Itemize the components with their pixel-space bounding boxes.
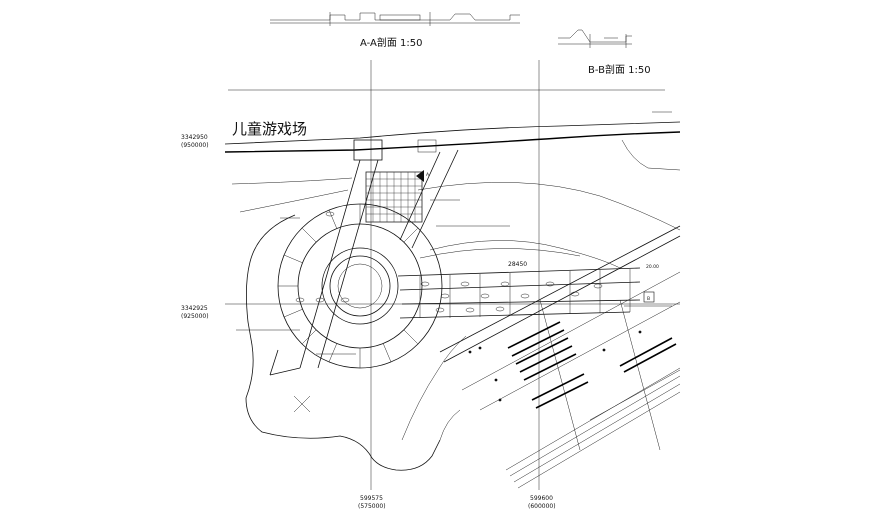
main-walkway	[397, 240, 641, 319]
dimension-28450: 28450	[508, 261, 527, 268]
upper-band	[224, 89, 681, 231]
leader-lines	[236, 199, 672, 355]
section-marker-a: A	[416, 170, 430, 182]
diagonal-walkway	[269, 139, 459, 376]
svg-text:B: B	[647, 296, 650, 302]
elevation-label: 20.00	[646, 264, 659, 270]
planting-symbols	[295, 211, 603, 313]
coord-y-top-sub: (950000)	[181, 142, 209, 149]
coord-y-top: 3342950	[181, 134, 208, 141]
section-bb-label: B-B剖面 1:50	[588, 63, 651, 76]
site-boundary-tail	[439, 409, 461, 441]
section-bb-drawing	[558, 29, 632, 48]
coord-x-right-sub: (600000)	[528, 503, 556, 510]
road-dots	[468, 330, 642, 402]
path-curve	[401, 335, 467, 441]
plaza	[277, 203, 443, 369]
section-aa-label: A-A剖面 1:50	[360, 36, 423, 49]
coord-x-left-sub: (575000)	[358, 503, 386, 510]
section-aa-drawing	[270, 12, 520, 26]
svg-text:A: A	[426, 172, 430, 178]
section-marker-b: B	[643, 291, 655, 303]
coord-y-mid: 3342925	[181, 305, 208, 312]
road-lanes	[439, 225, 681, 489]
road-hatching	[507, 321, 677, 409]
site-boundary	[245, 214, 441, 471]
plaza-radials	[278, 204, 419, 368]
paved-grid	[365, 171, 423, 223]
coord-x-right: 599600	[530, 495, 553, 502]
coord-y-mid-sub: (925000)	[181, 313, 209, 320]
drawing-title: 儿童游戏场	[232, 120, 307, 138]
coord-x-left: 599575	[360, 495, 383, 502]
cross-mark-icon	[293, 395, 311, 413]
